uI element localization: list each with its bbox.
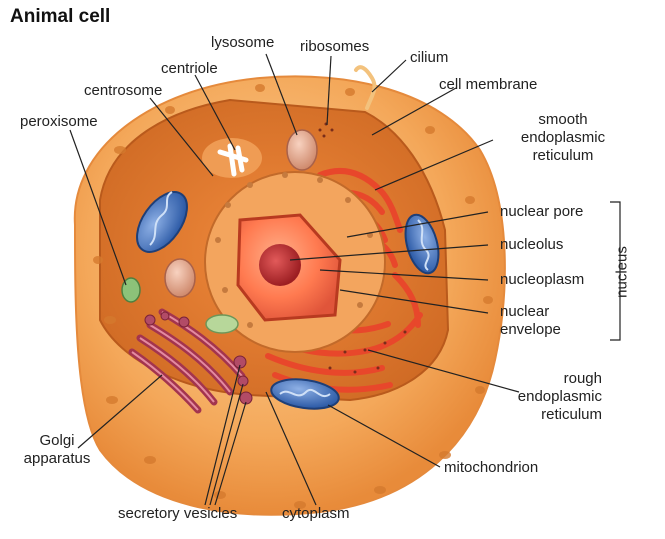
label-smooth-er-line-2: endoplasmic: [520, 129, 606, 146]
label-peroxisome: peroxisome: [20, 113, 98, 130]
label-smooth-er: smooth endoplasmic reticulum: [508, 111, 618, 165]
peroxisome-2: [205, 314, 239, 334]
peroxisome: [121, 277, 141, 303]
label-mitochondrion: mitochondrion: [444, 459, 539, 476]
label-nuclear-envelope-line-1: nuclear: [500, 303, 550, 320]
diagram-title: Animal cell: [10, 6, 111, 27]
membrane-pores: [93, 84, 493, 509]
label-golgi-line-2: apparatus: [23, 450, 91, 467]
label-centrosome: centrosome: [84, 82, 163, 99]
label-rough-er: rough endoplasmic reticulum: [490, 370, 602, 424]
label-rough-er-line-2: endoplasmic: [517, 388, 602, 405]
label-centriole: centriole: [161, 60, 218, 77]
label-rough-er-line-3: reticulum: [541, 406, 602, 423]
lysosome-2: [164, 258, 196, 298]
cilium: [354, 65, 377, 110]
label-nuclear-envelope-line-2: envelope: [500, 321, 561, 338]
label-ribosomes: ribosomes: [300, 38, 370, 55]
label-secretory-vesicles: secretory vesicles: [118, 505, 238, 522]
lysosome: [286, 129, 318, 171]
label-lysosome: lysosome: [211, 34, 275, 51]
label-cell-membrane: cell membrane: [439, 76, 538, 93]
label-nuclear-envelope: nuclear envelope: [500, 303, 561, 339]
label-cilium: cilium: [410, 49, 449, 66]
label-nucleoplasm: nucleoplasm: [500, 271, 585, 288]
label-golgi-line-1: Golgi: [39, 432, 75, 449]
nuclear-pores: [215, 172, 373, 328]
centriole: [217, 143, 249, 177]
label-smooth-er-line-3: reticulum: [532, 147, 594, 164]
label-nuclear-pore: nuclear pore: [500, 203, 584, 220]
mitochondrion-1: [136, 191, 188, 253]
label-rough-er-line-1: rough: [563, 370, 602, 387]
golgi-stripes: [131, 311, 243, 411]
label-nucleolus: nucleolus: [500, 236, 564, 253]
label-smooth-er-line-1: smooth: [538, 111, 588, 128]
leader-lines: [69, 53, 621, 506]
label-cytoplasm: cytoplasm: [282, 505, 350, 522]
label-golgi-apparatus: Golgi apparatus: [12, 432, 102, 468]
nucleolus: [259, 244, 301, 286]
mitochondrion-3: [270, 378, 340, 410]
label-nucleus: nucleus: [613, 246, 631, 298]
